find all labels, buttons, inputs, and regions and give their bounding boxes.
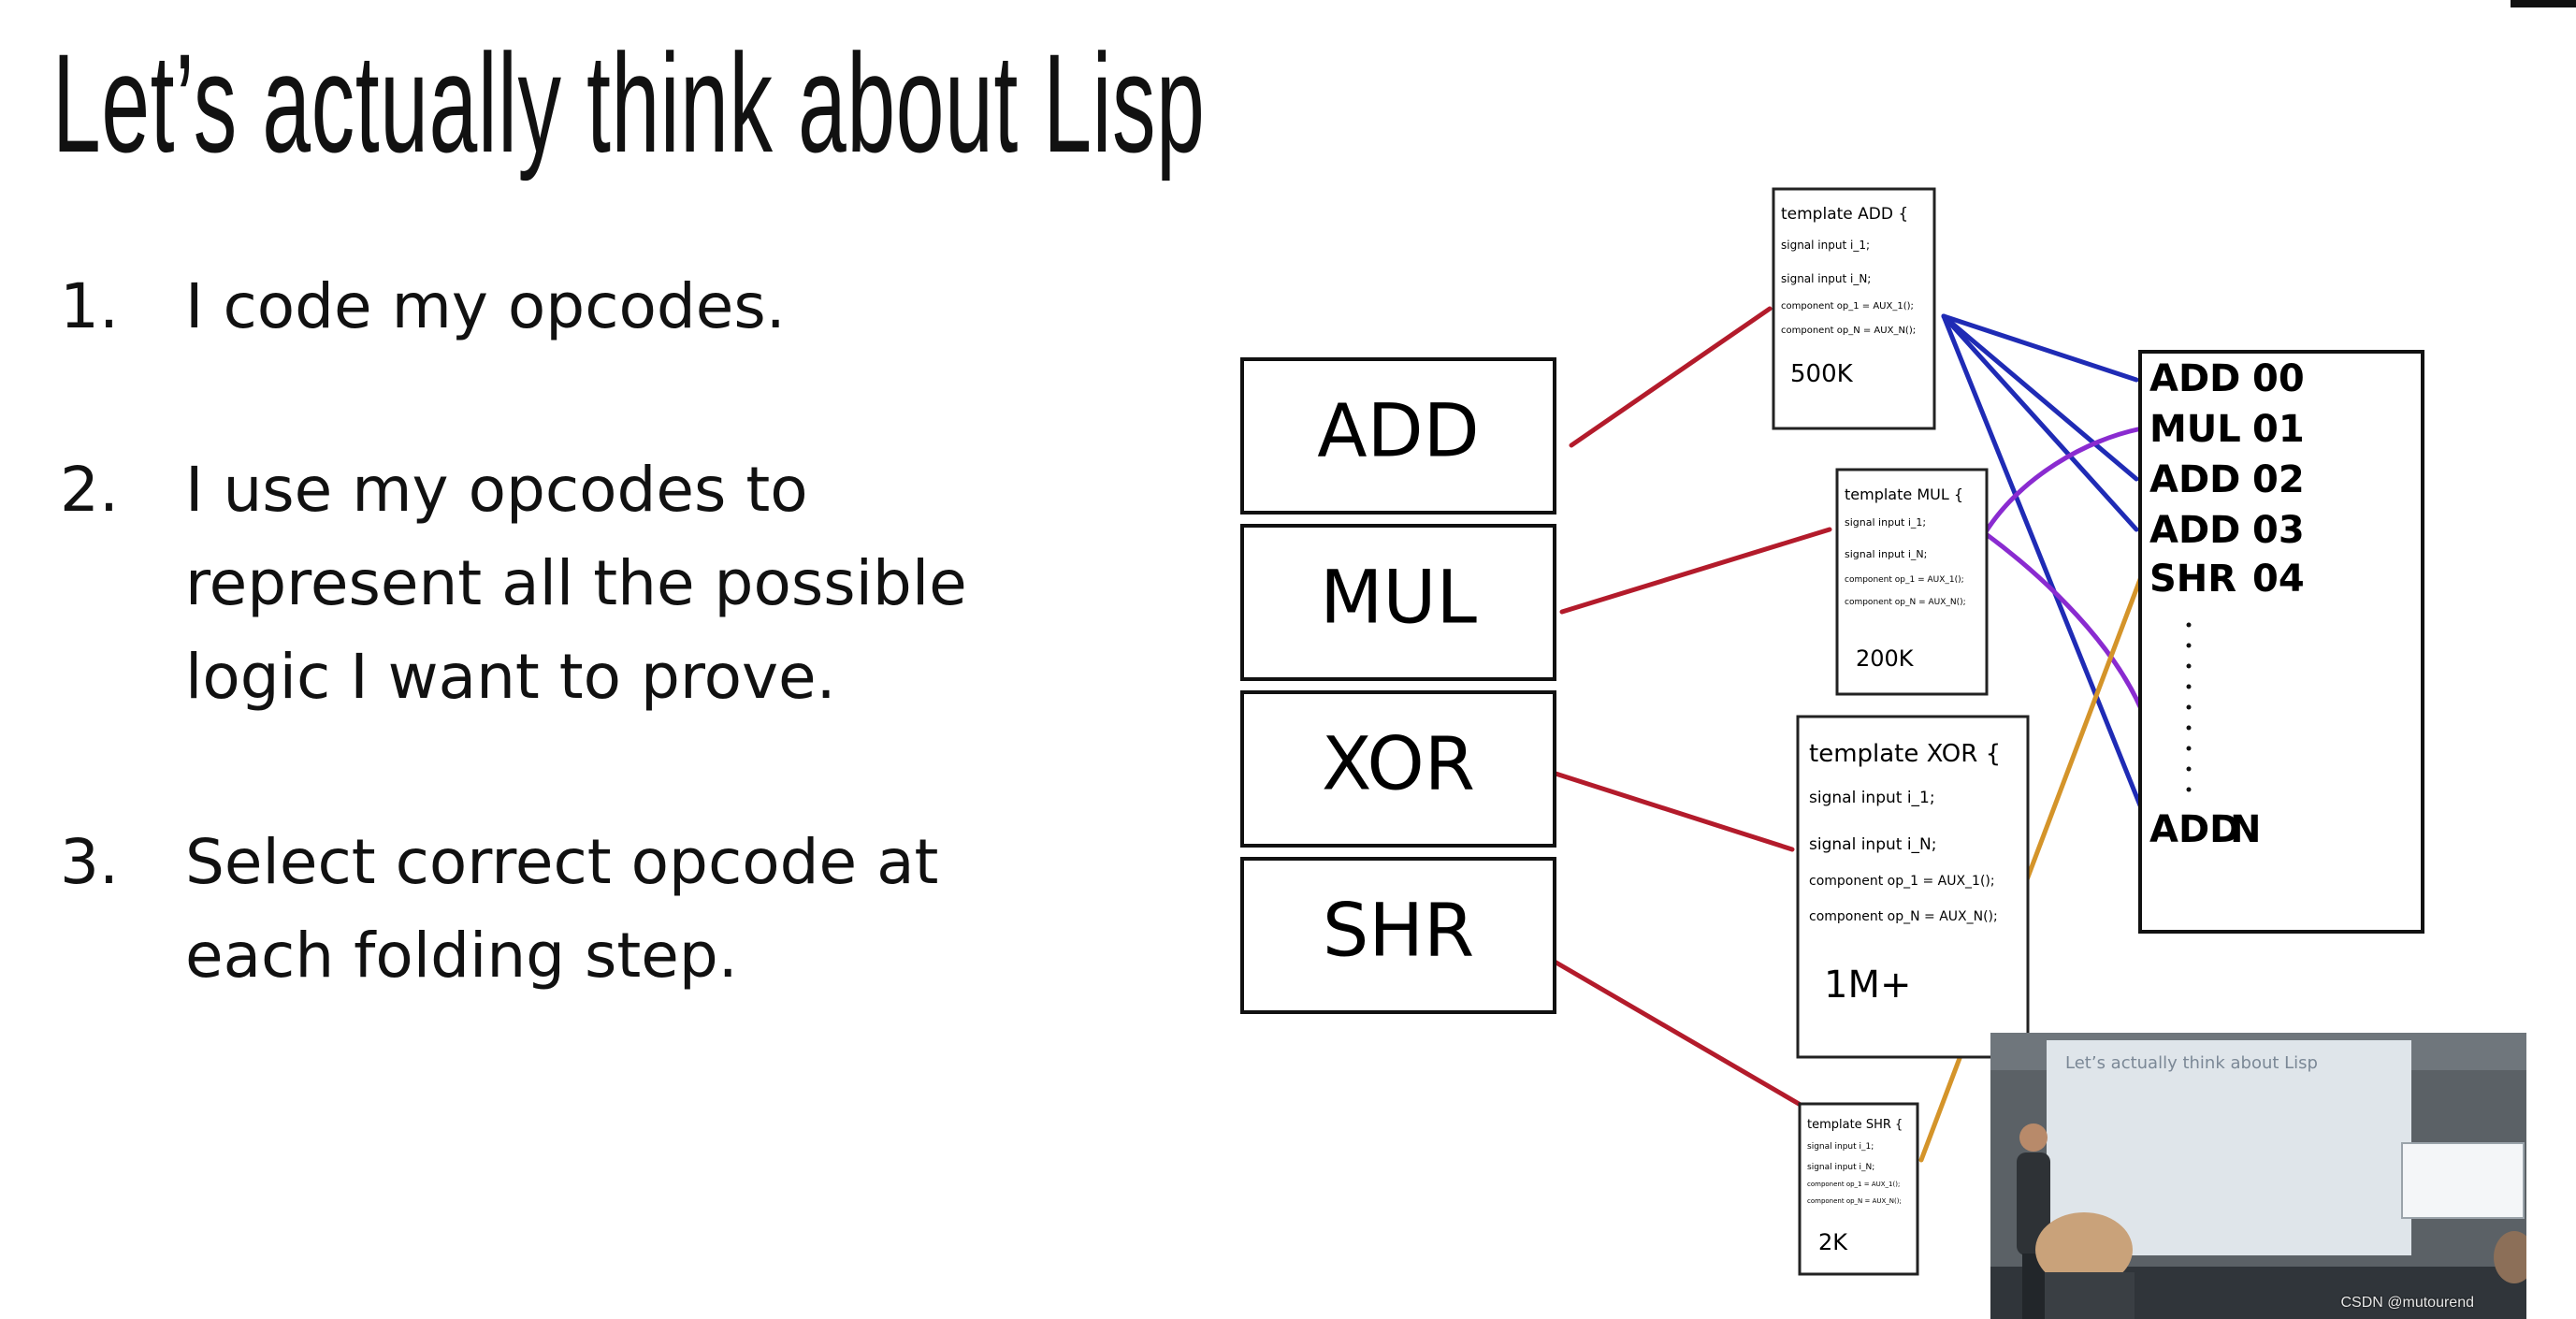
connector-purple	[1985, 533, 2142, 711]
connector-red	[1553, 773, 1792, 849]
template-line: component op_1 = AUX_1();	[1809, 874, 1995, 889]
opcode-label: SHR	[1323, 889, 1474, 973]
template-line: component op_N = AUX_N();	[1809, 909, 1998, 924]
opcode-box-xor: XOR	[1242, 692, 1555, 846]
template-line: template XOR {	[1809, 740, 2001, 768]
opcode-label: XOR	[1322, 722, 1475, 806]
template-line: template ADD {	[1781, 205, 1908, 224]
template-line: signal input i_N;	[1845, 548, 1927, 560]
template-line: signal input i_N;	[1807, 1163, 1874, 1172]
template-card-xor: template XOR { signal input i_1; signal …	[1798, 717, 2028, 1057]
template-line: component op_1 = AUX_1();	[1781, 301, 1914, 312]
connector-blue	[1944, 316, 2136, 479]
speaker-video-thumbnail[interactable]: Let’s actually think about Lisp CSDN @mu…	[1990, 1033, 2526, 1319]
template-line: signal input i_1;	[1845, 516, 1926, 529]
program-op: ADD	[2149, 808, 2240, 851]
template-line: template SHR {	[1807, 1118, 1903, 1132]
template-cost: 1M+	[1824, 964, 1911, 1007]
watermark: CSDN @mutourend	[2340, 1295, 2474, 1312]
program-op: ADD	[2149, 509, 2240, 552]
opcode-box-add: ADD	[1242, 359, 1555, 513]
connector-red	[1562, 529, 1830, 612]
opcode-label: ADD	[1317, 389, 1479, 473]
program-list: ADD 00 MUL 01 ADD 02 ADD 03 SHR 04 ADD N	[2140, 352, 2423, 932]
template-line: component op_N = AUX_N();	[1807, 1197, 1902, 1205]
program-op: ADD	[2149, 357, 2240, 400]
template-line: template MUL {	[1845, 486, 1963, 503]
opcode-boxes: ADD MUL XOR SHR	[1242, 359, 1555, 1012]
template-line: component op_N = AUX_N();	[1781, 326, 1916, 336]
template-card-mul: template MUL { signal input i_1; signal …	[1837, 470, 1987, 694]
template-cost: 2K	[1818, 1229, 1848, 1255]
video-frame: Let’s actually think about Lisp	[1990, 1033, 2526, 1319]
program-op: MUL	[2149, 408, 2241, 451]
program-index: 01	[2252, 408, 2305, 451]
program-index: 00	[2252, 357, 2305, 400]
template-card-shr: template SHR { signal input i_1; signal …	[1800, 1104, 1918, 1274]
program-op: SHR	[2149, 558, 2236, 601]
template-cost: 200K	[1856, 645, 1915, 672]
connector-red	[1571, 309, 1770, 445]
program-index: 02	[2252, 458, 2305, 501]
template-line: component op_1 = AUX_1();	[1807, 1181, 1900, 1188]
opcode-label: MUL	[1320, 556, 1477, 640]
template-line: signal input i_1;	[1781, 239, 1870, 252]
program-index: 04	[2252, 558, 2305, 601]
opcode-box-shr: SHR	[1242, 859, 1555, 1012]
program-op: ADD	[2149, 458, 2240, 501]
template-line: signal input i_1;	[1807, 1142, 1874, 1152]
template-cost: 500K	[1790, 360, 1854, 388]
video-screen-title: Let’s actually think about Lisp	[2065, 1053, 2318, 1073]
template-line: signal input i_N;	[1781, 272, 1871, 285]
template-line: signal input i_1;	[1809, 789, 1935, 807]
template-line: component op_1 = AUX_1();	[1845, 575, 1964, 585]
connector-red	[1555, 962, 1805, 1108]
program-index: 03	[2252, 509, 2305, 552]
template-line: signal input i_N;	[1809, 835, 1937, 854]
opcode-box-mul: MUL	[1242, 526, 1555, 679]
template-line: component op_N = AUX_N();	[1845, 598, 1966, 607]
program-index: N	[2230, 808, 2261, 851]
template-card-add: template ADD { signal input i_1; signal …	[1773, 189, 1934, 428]
